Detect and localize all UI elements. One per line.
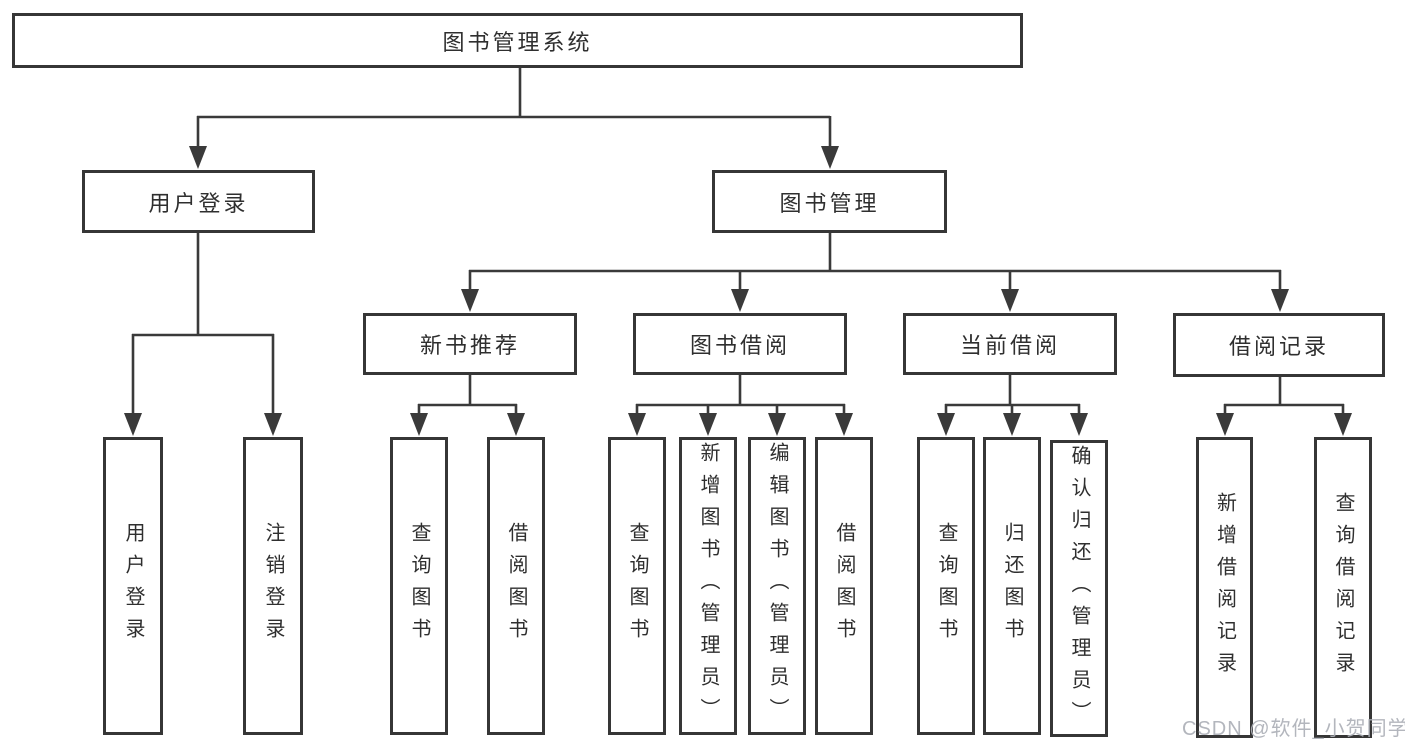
leaf-logout: 注销登录 xyxy=(243,437,303,735)
leaf-current-query-book: 查询图书 xyxy=(917,437,975,735)
leaf-records-query-record: 查询借阅记录 xyxy=(1314,437,1372,738)
leaf-current-confirm-return-admin: 确认归还（管理员） xyxy=(1050,440,1108,737)
node-book-management: 图书管理 xyxy=(712,170,947,233)
node-current-borrowing: 当前借阅 xyxy=(903,313,1117,375)
leaf-borrowing-borrow-book: 借阅图书 xyxy=(815,437,873,735)
leaf-current-return-book: 归还图书 xyxy=(983,437,1041,735)
node-borrowing-records: 借阅记录 xyxy=(1173,313,1385,377)
leaf-borrowing-edit-book-admin: 编辑图书（管理员） xyxy=(748,437,806,735)
leaf-borrowing-query-book: 查询图书 xyxy=(608,437,666,735)
node-library-system: 图书管理系统 xyxy=(12,13,1023,68)
leaf-records-add-record: 新增借阅记录 xyxy=(1196,437,1253,738)
node-book-borrowing: 图书借阅 xyxy=(633,313,847,375)
leaf-recommend-borrow-book: 借阅图书 xyxy=(487,437,545,735)
node-user-login-module: 用户登录 xyxy=(82,170,315,233)
leaf-borrowing-add-book-admin: 新增图书（管理员） xyxy=(679,437,737,735)
leaf-user-login: 用户登录 xyxy=(103,437,163,735)
node-new-book-recommend: 新书推荐 xyxy=(363,313,577,375)
csdn-watermark: CSDN @软件_小贺同学 xyxy=(1182,718,1405,740)
arrowheads xyxy=(124,146,1352,436)
leaf-recommend-query-book: 查询图书 xyxy=(390,437,448,735)
